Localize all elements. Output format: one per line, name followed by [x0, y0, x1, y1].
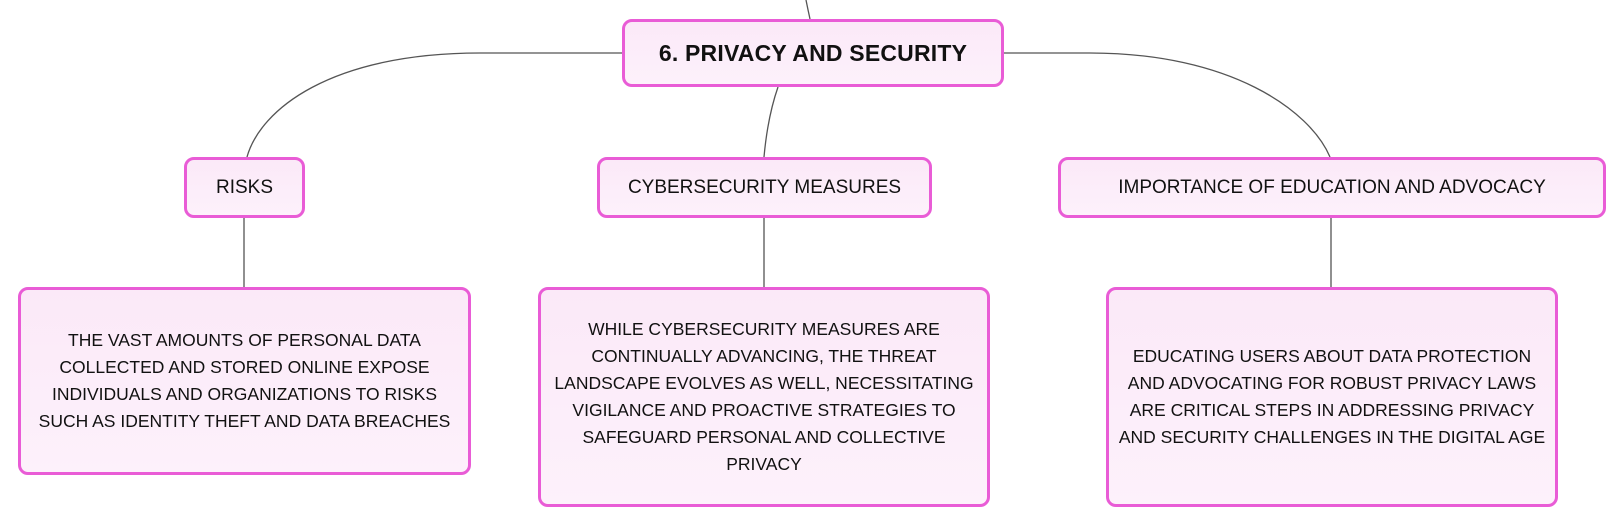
- detail-node-text: EDUCATING USERS ABOUT DATA PROTECTION AN…: [1118, 346, 1546, 447]
- connector-root-to-cybersecurity: [763, 86, 779, 158]
- detail-node-text: THE VAST AMOUNTS OF PERSONAL DATA COLLEC…: [38, 330, 451, 431]
- root-node-label: 6. PRIVACY AND SECURITY: [658, 39, 968, 66]
- connector-root-to-risks: [246, 52, 622, 158]
- detail-node-education-advocacy[interactable]: EDUCATING USERS ABOUT DATA PROTECTION AN…: [1106, 287, 1558, 507]
- detail-node-risks[interactable]: THE VAST AMOUNTS OF PERSONAL DATA COLLEC…: [18, 287, 471, 475]
- branch-node-label: IMPORTANCE OF EDUCATION AND ADVOCACY: [1118, 176, 1546, 198]
- detail-node-text: WHILE CYBERSECURITY MEASURES ARE CONTINU…: [554, 319, 974, 474]
- detail-node-cybersecurity-measures[interactable]: WHILE CYBERSECURITY MEASURES ARE CONTINU…: [538, 287, 990, 507]
- branch-node-cybersecurity-measures[interactable]: CYBERSECURITY MEASURES: [597, 157, 932, 218]
- connector-parent-to-root: [805, 0, 811, 20]
- branch-node-label: CYBERSECURITY MEASURES: [627, 176, 902, 198]
- branch-node-risks[interactable]: RISKS: [184, 157, 305, 218]
- branch-node-label: RISKS: [215, 176, 274, 198]
- root-node[interactable]: 6. PRIVACY AND SECURITY: [622, 19, 1004, 87]
- branch-node-education-advocacy[interactable]: IMPORTANCE OF EDUCATION AND ADVOCACY: [1058, 157, 1606, 218]
- connector-root-to-education: [1004, 52, 1331, 158]
